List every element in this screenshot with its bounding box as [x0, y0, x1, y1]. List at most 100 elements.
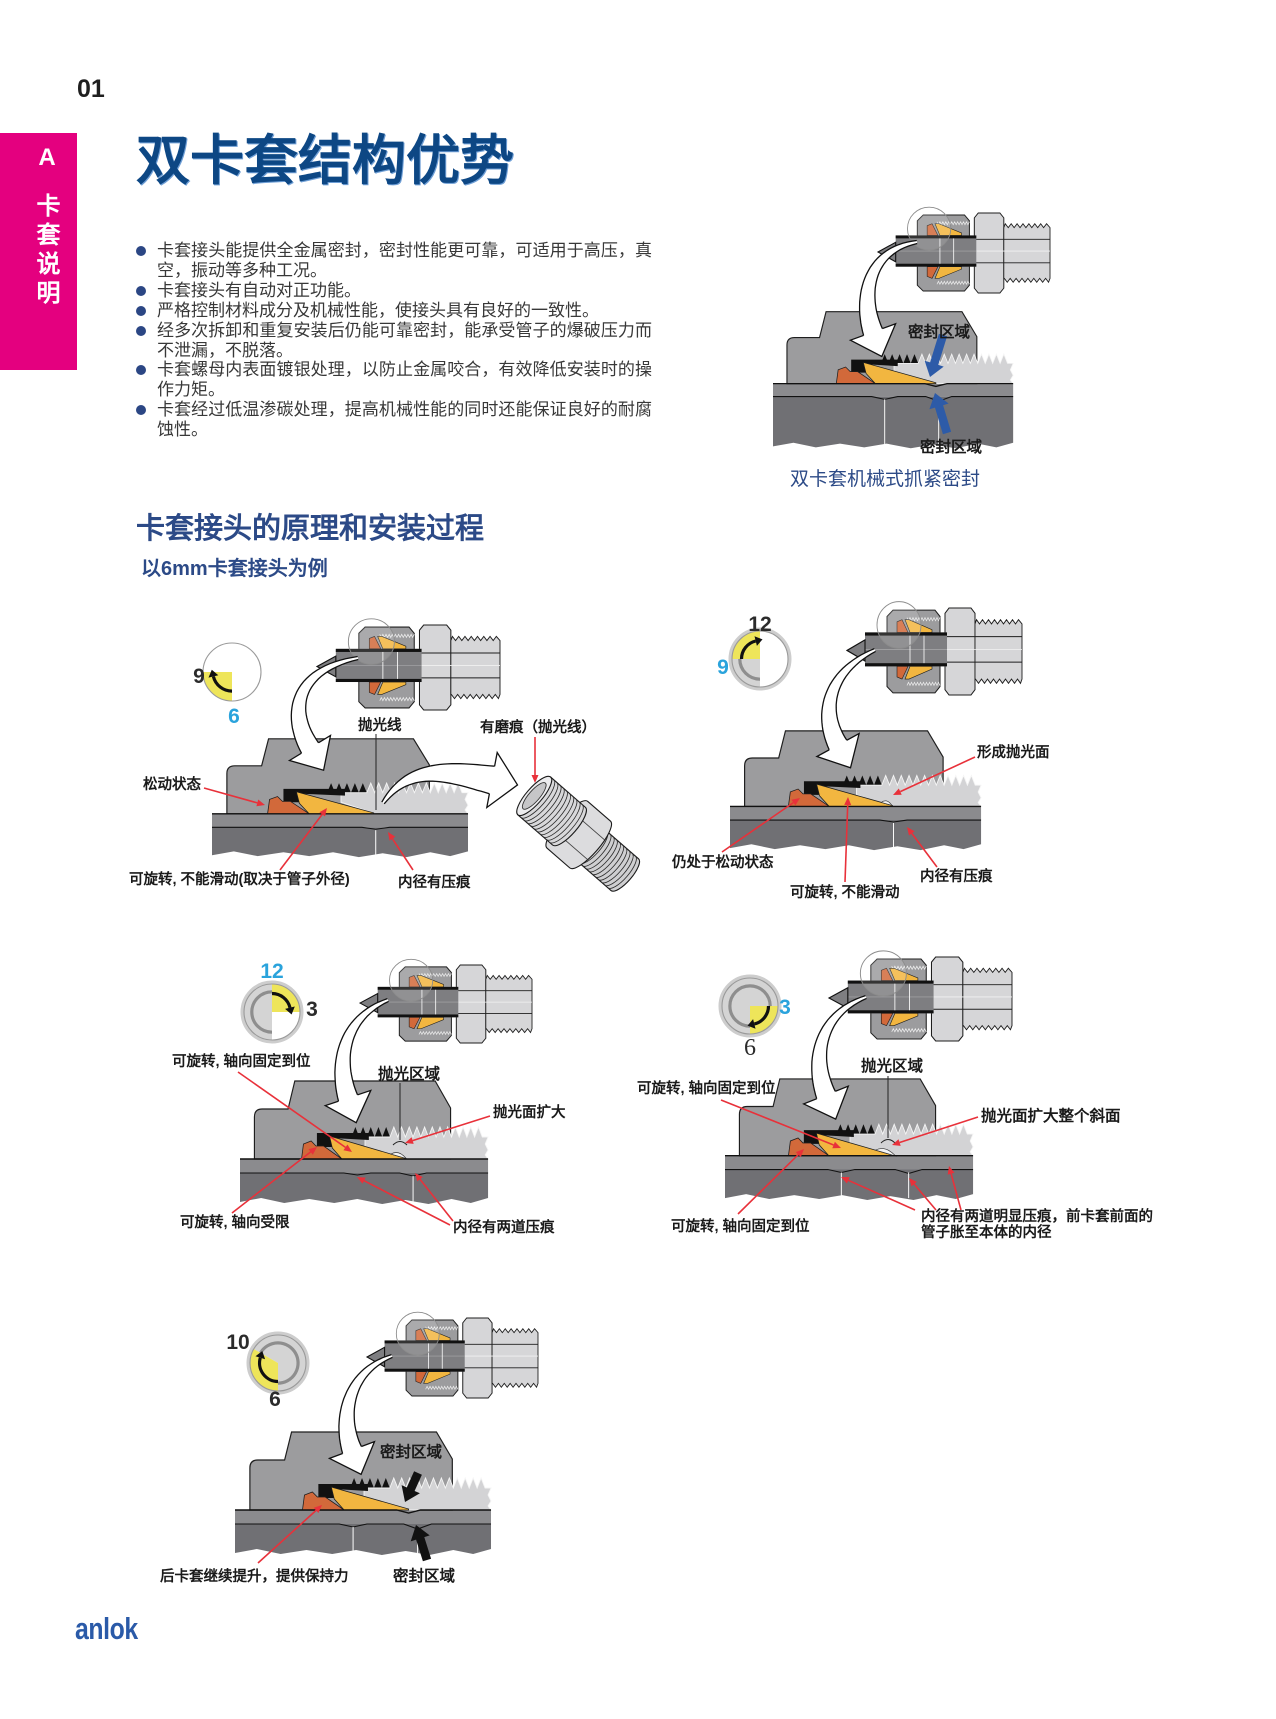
seal-zone-label-top: 密封区域 — [380, 1444, 443, 1461]
callout-bracket — [392, 1141, 408, 1146]
magnifier-circle — [907, 206, 952, 251]
leader-arrowhead — [832, 1141, 841, 1149]
arrow-edge — [290, 655, 358, 754]
polish-expand-label: 抛光面扩大 — [493, 1105, 566, 1121]
callout-bracket — [880, 1139, 896, 1144]
hero-caption: 双卡套机械式抓紧密封 — [790, 469, 981, 490]
clock-end-hour: 12 — [748, 613, 772, 636]
tube-wall-lower — [730, 820, 982, 851]
advantage-text: 卡套接头有自动对正功能。 — [157, 280, 361, 300]
ferrule-cavity — [318, 1484, 368, 1498]
leader-arrow — [357, 1177, 451, 1226]
arrow-edge — [349, 1000, 389, 1096]
section-tab: A 卡套说明 — [0, 133, 77, 370]
nut-thread — [936, 221, 970, 226]
nut-thread — [425, 1326, 459, 1331]
back-ferrule — [408, 975, 421, 988]
leader-arrowhead — [405, 1137, 414, 1144]
arrow-shaft — [291, 656, 359, 761]
ferrule-cavity — [851, 359, 898, 373]
install-step-3: 12 3 可旋转, 轴向固定到位 抛光区域 抛光面扩大 可旋转, 轴向受限 内径… — [160, 950, 580, 1245]
advantage-item: 严格控制材料成分及机械性能，使接头具有良好的一致性。 — [136, 301, 652, 321]
nut-thread — [425, 1385, 459, 1390]
arrow-edge — [811, 994, 866, 1099]
fitting-cross-section — [240, 1080, 489, 1204]
advantage-item: 卡套接头能提供全金属密封，密封性能更可靠，可适用于高压，真空，振动等多种工况。 — [136, 241, 652, 281]
leader-arrowhead — [313, 1505, 322, 1513]
leader-arrowhead — [319, 808, 327, 817]
thread-line — [582, 833, 612, 867]
tube-bore-line — [240, 1172, 489, 1177]
tube-wall-upper — [773, 383, 1014, 397]
leader-arrow — [388, 832, 414, 871]
clock-dial-icon — [718, 974, 782, 1038]
body-hex — [973, 212, 1005, 294]
process-heading: 卡套接头的原理和安装过程 — [136, 513, 485, 545]
back-ferrule — [880, 967, 894, 981]
thread-line — [536, 793, 571, 833]
clock-start-hour: 3 — [779, 996, 791, 1019]
threaded-end — [450, 635, 501, 700]
leader-line — [391, 838, 414, 871]
clock-rim — [249, 1334, 307, 1392]
bullet-icon — [136, 246, 146, 256]
arrow-edge — [835, 650, 876, 741]
tube-wall-upper — [235, 1510, 492, 1524]
clock-turn-arrow — [753, 1005, 771, 1026]
leader-line — [231, 1151, 312, 1214]
leader-line — [720, 1099, 834, 1146]
front-ferrule — [904, 666, 933, 680]
brand-logo: anlok — [75, 1611, 138, 1646]
tube-edge — [865, 663, 947, 667]
clock-start-hour: 6 — [269, 1388, 281, 1411]
seal-zone-label-top: 密封区域 — [908, 324, 971, 341]
arrow-shaft — [338, 1354, 393, 1460]
leader-line — [203, 787, 258, 804]
thread-line — [594, 844, 625, 878]
bullet-icon — [136, 285, 146, 296]
leader-arrow — [415, 1173, 454, 1222]
leader-line — [737, 1154, 799, 1215]
fitting-assembly-icon — [358, 958, 533, 1044]
leader-arrowhead — [892, 1139, 901, 1146]
leader-arrowhead — [343, 1144, 352, 1152]
clock-start-hour: 9 — [717, 656, 729, 679]
tube-wall-lower — [240, 1173, 489, 1204]
thread-line — [601, 850, 631, 884]
back-ferrule — [880, 1013, 894, 1027]
section-tab-letter: A — [38, 144, 56, 171]
body-hex — [462, 1317, 493, 1399]
zoom-in-arrow-icon — [287, 655, 359, 772]
advantage-text: 卡套接头能提供全金属密封，密封性能更可靠，可适用于高压，真空，振动等多种工况。 — [157, 241, 652, 280]
leader-arrow — [720, 1099, 841, 1149]
body-section — [856, 774, 982, 807]
nut-thread — [891, 1027, 927, 1033]
hero-diagram: 密封区域 密封区域 双卡套机械式抓紧密封 — [760, 200, 1051, 500]
nut-thread — [379, 696, 415, 702]
leader-arrow — [237, 1071, 352, 1152]
front-ferrule — [889, 1013, 919, 1026]
leader-arrowhead — [907, 827, 915, 836]
leader-arrowhead — [844, 797, 852, 806]
zoom-in-arrow-icon — [323, 997, 389, 1124]
leader-line — [899, 1116, 979, 1144]
clock-start-hour: 6 — [228, 705, 240, 728]
body-hex — [930, 956, 964, 1042]
back-ferrule — [926, 223, 939, 236]
advantage-text: 经多次拆卸和重复安装后仍能可靠密封，能承受管子的爆破压力而不泄漏，不脱落。 — [157, 320, 652, 360]
fitting-assembly-icon — [365, 1311, 539, 1399]
tube-edge — [335, 648, 422, 652]
tube-edge — [895, 263, 977, 267]
fitting-assembly-icon — [845, 601, 1023, 696]
leader-arrowhead — [795, 1149, 804, 1158]
clock-turn-arrow — [271, 991, 292, 1009]
leader-line — [844, 804, 849, 883]
tube-edge — [335, 678, 422, 683]
leader-arrow — [844, 797, 852, 883]
clock-completed-arc — [250, 990, 273, 1034]
leader-arrow — [257, 1505, 322, 1564]
clock-rim — [721, 977, 779, 1035]
advantage-item: 经多次拆卸和重复安装后仍能可靠密封，能承受管子的爆破压力而不泄漏，不脱落。 — [136, 321, 652, 361]
thread-line — [530, 787, 565, 827]
bore-mark-label: 内径有压痕 — [398, 875, 471, 891]
